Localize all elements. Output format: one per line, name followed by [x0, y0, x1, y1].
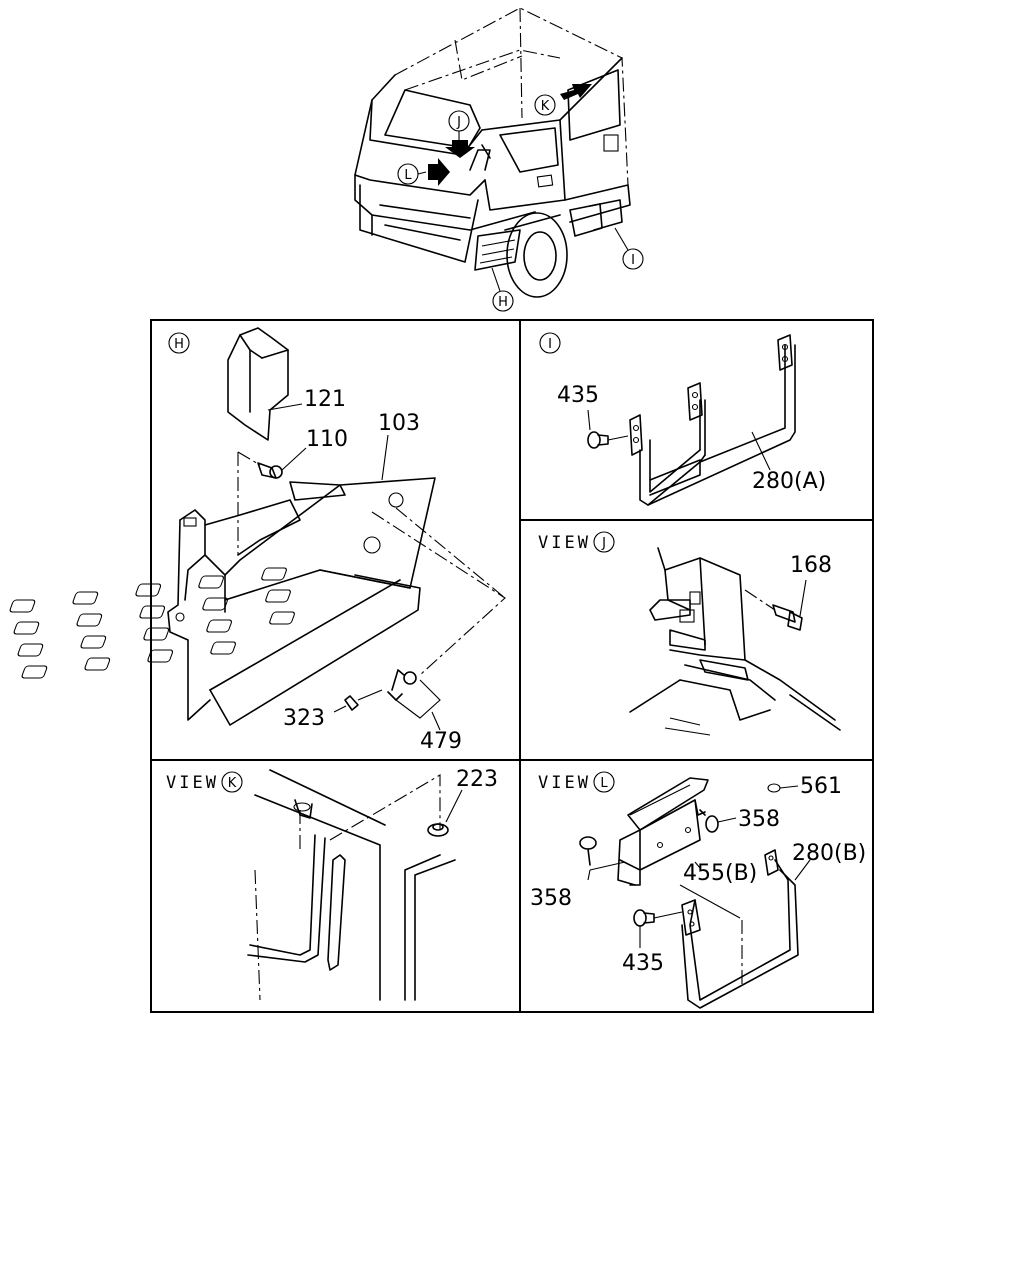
- part-label-323: 323: [283, 706, 325, 731]
- part-label-455b: 455(B): [683, 861, 757, 886]
- part-label-358-right: 358: [738, 807, 780, 832]
- svg-text:K: K: [541, 99, 550, 114]
- svg-text:L: L: [600, 776, 608, 791]
- svg-text:L: L: [404, 168, 412, 183]
- panel-l: VIEW L 561 358 358 280(B): [530, 771, 866, 1009]
- svg-text:J: J: [601, 536, 606, 551]
- svg-text:H: H: [174, 337, 184, 352]
- svg-text:J: J: [456, 115, 461, 130]
- part-label-168: 168: [790, 553, 832, 578]
- svg-text:H: H: [498, 295, 508, 310]
- svg-text:VIEW: VIEW: [538, 773, 591, 793]
- part-label-561: 561: [800, 774, 842, 799]
- part-label-121: 121: [304, 387, 346, 412]
- view-k-arrow-icon: [560, 84, 592, 100]
- panel-h: H 121 110 103: [9, 327, 506, 754]
- truck-cab-overview: [354, 7, 631, 298]
- view-j-arrow-icon: [445, 140, 475, 158]
- overview-callout-i: I: [614, 227, 644, 270]
- part-label-223: 223: [456, 767, 498, 792]
- svg-text:K: K: [228, 776, 237, 791]
- panel-frame: [150, 319, 874, 1013]
- svg-text:VIEW: VIEW: [538, 533, 591, 553]
- part-label-358-left: 358: [530, 886, 572, 911]
- svg-text:I: I: [631, 253, 635, 268]
- panel-k: VIEW K 223: [166, 767, 498, 1001]
- part-label-435-l: 435: [622, 951, 664, 976]
- panel-i: I 435 280(A): [539, 332, 826, 506]
- part-label-280b: 280(B): [792, 841, 866, 866]
- panel-j: VIEW J 168: [538, 531, 841, 736]
- part-label-435: 435: [557, 383, 599, 408]
- overview-callout-j: J: [448, 110, 470, 141]
- overview-callout-h: H: [491, 267, 514, 312]
- svg-text:I: I: [548, 337, 552, 352]
- view-l-arrow-icon: [428, 158, 450, 186]
- part-label-280a: 280(A): [752, 469, 826, 494]
- part-label-103: 103: [378, 411, 420, 436]
- overview-callout-l: L: [397, 163, 427, 185]
- part-label-479: 479: [420, 729, 462, 754]
- part-label-110: 110: [306, 427, 348, 452]
- svg-text:VIEW: VIEW: [166, 773, 219, 793]
- overview-callout-k: K: [534, 94, 556, 116]
